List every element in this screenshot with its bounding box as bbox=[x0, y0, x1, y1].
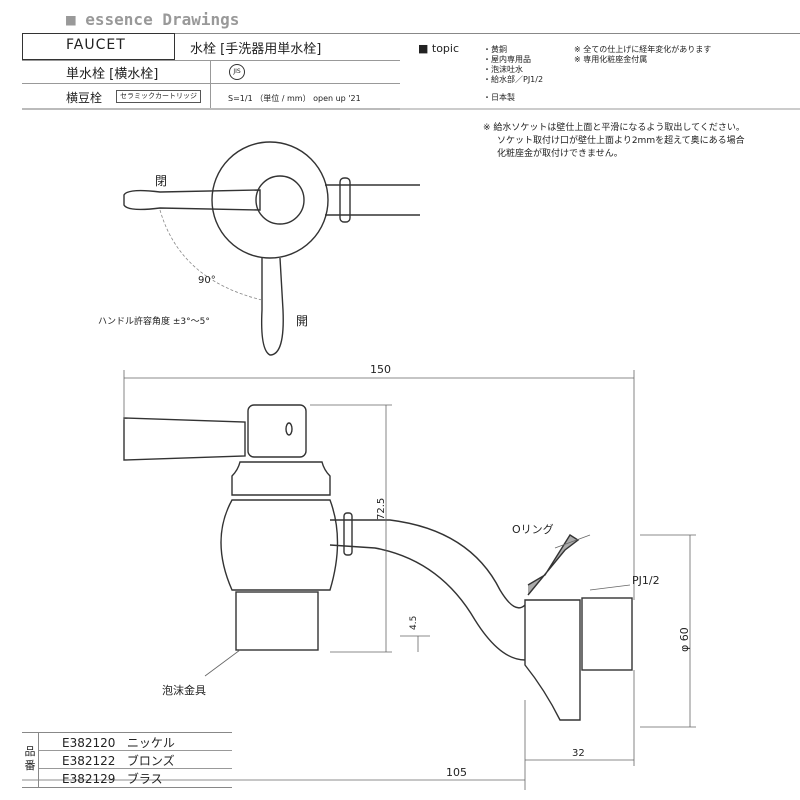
divider bbox=[39, 750, 232, 751]
dim-projection: 105 bbox=[446, 766, 467, 779]
dim-width: 150 bbox=[370, 363, 391, 376]
product-code: E382120 bbox=[62, 736, 116, 750]
dim-depth: 32 bbox=[572, 748, 585, 759]
product-finish: ニッケル bbox=[126, 736, 175, 750]
divider bbox=[22, 83, 400, 84]
product-code: E382129 bbox=[62, 772, 116, 786]
brand-title: ■ essence Drawings bbox=[66, 10, 240, 29]
product-title: 水栓 [手洗器用単水栓] bbox=[190, 42, 322, 57]
top-view bbox=[123, 141, 420, 356]
dim-offset: 4.5 bbox=[409, 616, 419, 630]
product-row: E382129 ブラス bbox=[62, 770, 163, 787]
divider bbox=[400, 108, 800, 110]
diameter-label: φ 60 bbox=[678, 627, 691, 652]
closed-label: 閉 bbox=[155, 174, 167, 188]
scale-text: S=1/1 （単位 / mm） open up '21 bbox=[228, 94, 361, 103]
oring-label: Oリング bbox=[512, 522, 554, 536]
divider bbox=[39, 768, 232, 769]
category-label: FAUCET bbox=[66, 37, 126, 53]
dimension-lines bbox=[22, 370, 696, 790]
product-row: E382120 ニッケル bbox=[62, 734, 175, 751]
notice-line: 化粧座金が取付けできません。 bbox=[497, 149, 623, 159]
notice-line: ソケット取付け口が壁仕上面より2mmを超えて奥にある場合 bbox=[497, 136, 745, 146]
open-label: 開 bbox=[296, 314, 308, 328]
divider bbox=[22, 60, 400, 61]
thread-label: PJ1/2 bbox=[632, 574, 660, 587]
feature: ・泡沫吐水 bbox=[483, 65, 523, 74]
divider bbox=[22, 108, 400, 110]
cartridge-tag: セラミックカートリッジ bbox=[116, 90, 201, 103]
aerator-label: 泡沫金具 bbox=[162, 683, 206, 697]
category-box bbox=[22, 33, 175, 60]
product-table: 品番 E382120 ニッケル E382122 ブロンズ E382129 ブラス bbox=[22, 732, 232, 788]
installation-notice: ※ 給水ソケットは壁仕上面と平滑になるよう取出してください。 ソケット取付け口が… bbox=[483, 122, 745, 161]
note: ※ 全ての仕上げに経年変化があります bbox=[574, 45, 712, 54]
product-code: E382122 bbox=[62, 754, 116, 768]
handle-tolerance-label: ハンドル許容角度 ±3°〜5° bbox=[98, 315, 210, 327]
feature: ・屋内専用品 bbox=[483, 55, 531, 64]
divider bbox=[22, 33, 800, 34]
faucet-type: 横豆栓 bbox=[66, 91, 103, 105]
feature: ・日本製 bbox=[483, 93, 515, 102]
product-row: E382122 ブロンズ bbox=[62, 752, 175, 769]
feature: ・黄銅 bbox=[483, 45, 507, 54]
dim-height: 72.5 bbox=[376, 498, 387, 520]
product-finish: ブラス bbox=[126, 772, 163, 786]
note: ※ 専用化粧座金付属 bbox=[574, 55, 648, 64]
jis-mark: JIS bbox=[229, 64, 245, 80]
product-subtitle: 単水栓 [横水栓] bbox=[66, 67, 159, 82]
topic-notes: ※ 全ての仕上げに経年変化があります ※ 専用化粧座金付属 bbox=[574, 45, 711, 65]
product-table-label: 品番 bbox=[22, 733, 39, 787]
product-finish: ブロンズ bbox=[126, 754, 175, 768]
notice-line: ※ 給水ソケットは壁仕上面と平滑になるよう取出してください。 bbox=[483, 123, 745, 133]
side-view bbox=[123, 404, 633, 721]
topic-label: ■ topic bbox=[418, 42, 460, 55]
topic-features: ・黄銅 ・屋内専用品 ・泡沫吐水 ・給水部／PJ1/2 ・日本製 bbox=[483, 45, 543, 103]
feature: ・給水部／PJ1/2 bbox=[483, 75, 544, 84]
angle-label: 90° bbox=[198, 275, 216, 286]
divider bbox=[210, 60, 211, 108]
